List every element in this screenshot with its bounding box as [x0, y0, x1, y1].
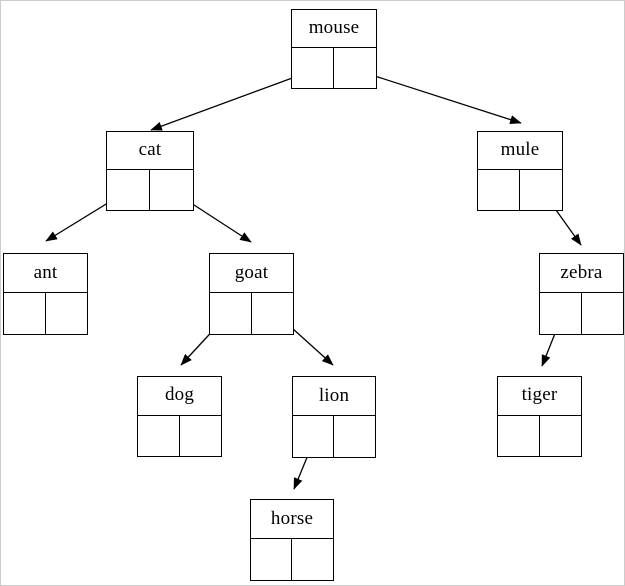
node-right-pointer-goat[interactable]	[252, 293, 294, 334]
node-pointers-goat	[210, 292, 293, 334]
node-pointers-zebra	[540, 292, 623, 334]
edge-arrow-mouse-to-cat	[150, 69, 315, 131]
node-left-pointer-horse[interactable]	[251, 539, 292, 580]
node-label-dog: dog	[164, 384, 195, 406]
tree-node-cat[interactable]: cat	[106, 131, 194, 211]
node-left-pointer-mule[interactable]	[478, 170, 520, 210]
node-label-cat: cat	[138, 139, 162, 161]
node-right-pointer-dog[interactable]	[180, 416, 222, 456]
node-left-pointer-lion[interactable]	[293, 416, 334, 457]
tree-node-goat[interactable]: goat	[209, 253, 294, 335]
tree-node-dog[interactable]: dog	[137, 376, 222, 457]
node-label-mule: mule	[500, 139, 540, 161]
node-right-pointer-zebra[interactable]	[582, 293, 624, 334]
tree-node-horse[interactable]: horse	[250, 499, 334, 581]
node-pointers-tiger	[498, 414, 582, 456]
node-left-pointer-mouse[interactable]	[292, 48, 334, 88]
node-right-pointer-mule[interactable]	[520, 170, 562, 210]
node-left-pointer-ant[interactable]	[4, 293, 46, 334]
node-right-pointer-mouse[interactable]	[334, 48, 376, 88]
node-left-pointer-cat[interactable]	[107, 170, 150, 210]
node-pointers-mouse	[292, 47, 376, 88]
node-right-pointer-lion[interactable]	[334, 416, 375, 457]
node-left-pointer-goat[interactable]	[210, 293, 252, 334]
node-left-pointer-zebra[interactable]	[540, 293, 582, 334]
node-label-mouse: mouse	[308, 17, 360, 39]
node-left-pointer-dog[interactable]	[138, 415, 180, 456]
node-right-pointer-tiger[interactable]	[540, 416, 582, 456]
node-label-zebra: zebra	[560, 261, 603, 283]
node-pointers-lion	[293, 415, 375, 457]
node-pointers-mule	[478, 169, 562, 210]
node-pointers-dog	[138, 414, 222, 456]
node-left-pointer-tiger[interactable]	[498, 415, 540, 456]
node-label-horse: horse	[270, 507, 314, 529]
node-pointers-cat	[107, 169, 193, 210]
tree-node-tiger[interactable]: tiger	[497, 376, 582, 457]
tree-node-zebra[interactable]: zebra	[539, 253, 624, 335]
node-label-ant: ant	[33, 261, 58, 283]
node-pointers-horse	[251, 538, 333, 580]
node-right-pointer-ant[interactable]	[46, 293, 88, 334]
node-label-lion: lion	[318, 384, 350, 406]
tree-node-ant[interactable]: ant	[3, 253, 88, 335]
tree-node-mule[interactable]: mule	[477, 131, 563, 211]
tree-node-mouse[interactable]: mouse	[291, 9, 377, 89]
tree-node-lion[interactable]: lion	[292, 376, 376, 458]
node-label-tiger: tiger	[521, 384, 558, 406]
node-pointers-ant	[4, 292, 87, 334]
node-right-pointer-horse[interactable]	[292, 539, 333, 580]
node-right-pointer-cat[interactable]	[150, 170, 193, 210]
edge-arrow-mouse-to-mule	[352, 68, 522, 124]
node-label-goat: goat	[234, 261, 269, 283]
